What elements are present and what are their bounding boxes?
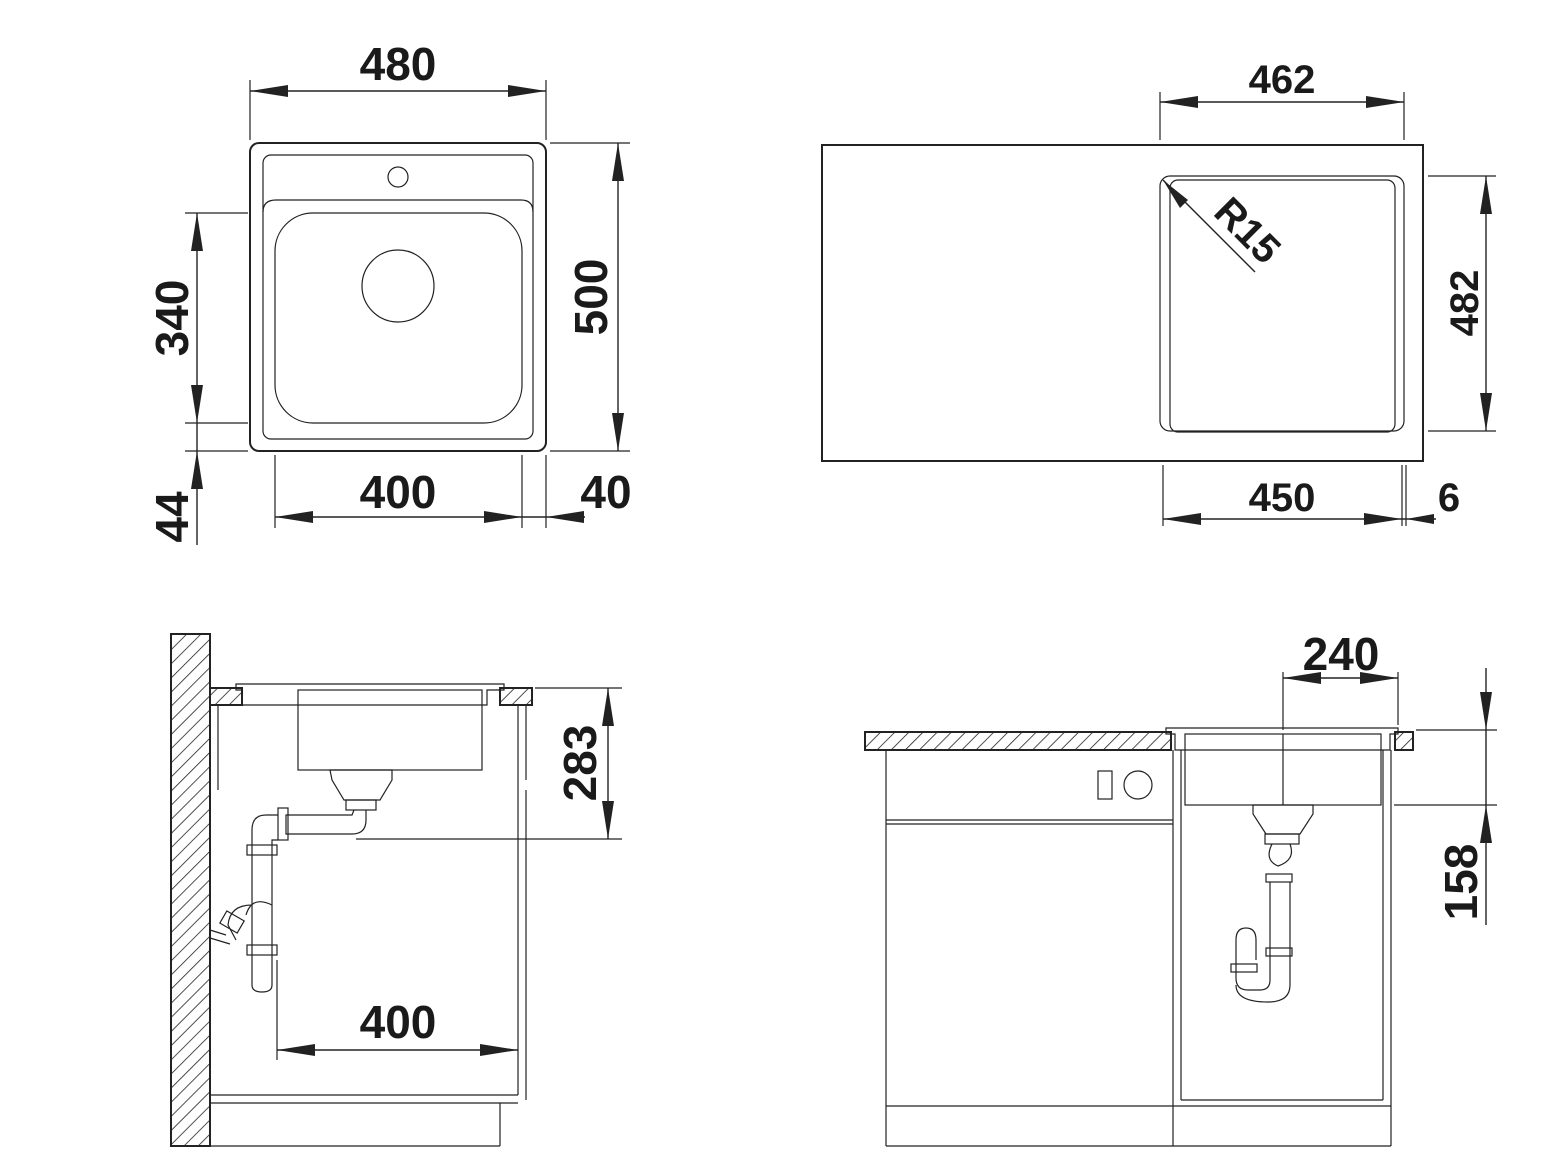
worktop-front-slab (864, 731, 1172, 751)
waste-pipe (285, 809, 367, 835)
worktop-front-end (1394, 731, 1414, 751)
sink-outer-rim (249, 142, 547, 452)
dim-6-label: 6 (1438, 476, 1460, 520)
trap-bend (227, 901, 273, 941)
sink-tap-ledge (262, 154, 534, 440)
sink-rim (235, 683, 505, 706)
top-right-cutout-view: R15 462 482 450 6 (821, 58, 1496, 526)
sink-ledge-line (262, 199, 534, 213)
dim-340-label: 340 (146, 280, 198, 357)
dim-450-label: 450 (1249, 476, 1316, 520)
dim-44-label: 44 (146, 491, 198, 543)
dim-400-top-label: 400 (360, 466, 437, 518)
dim-r15-label: R15 (1206, 189, 1289, 272)
tap-hole (387, 166, 409, 188)
trap-pipe (251, 814, 278, 993)
appliance-knob-icon (1123, 770, 1153, 800)
cutout-inner (1169, 179, 1396, 433)
dim-462-label: 462 (1249, 58, 1316, 102)
wall-hatch (170, 633, 211, 1147)
dim-482-label: 482 (1443, 270, 1487, 337)
cutout-opening (1159, 175, 1405, 432)
front-sink-rim (1165, 727, 1399, 751)
appliance-switch-icon (1097, 770, 1113, 800)
drain-outlet (361, 249, 435, 323)
dim-480-label: 480 (360, 38, 437, 90)
dim-40-label: 40 (580, 466, 631, 518)
sink-basin-section (297, 689, 483, 771)
top-left-plan-view: 480 500 340 44 400 40 (146, 38, 632, 545)
worktop-outline (821, 144, 1424, 462)
worktop-right-slab (499, 687, 533, 706)
dim-283-label: 283 (554, 725, 606, 802)
front-trap-pipe (1235, 882, 1291, 1003)
bottom-left-side-section: 283 400 (170, 633, 622, 1147)
dim-240-label: 240 (1303, 628, 1380, 680)
drain-body (329, 769, 393, 801)
bottom-right-front-section: 240 158 (864, 628, 1497, 1147)
dim-158-label: 158 (1435, 844, 1487, 921)
sink-bowl (274, 212, 523, 424)
dim-400-bottom-label: 400 (360, 996, 437, 1048)
dim-500-label: 500 (565, 259, 617, 336)
front-drain (1252, 804, 1314, 835)
